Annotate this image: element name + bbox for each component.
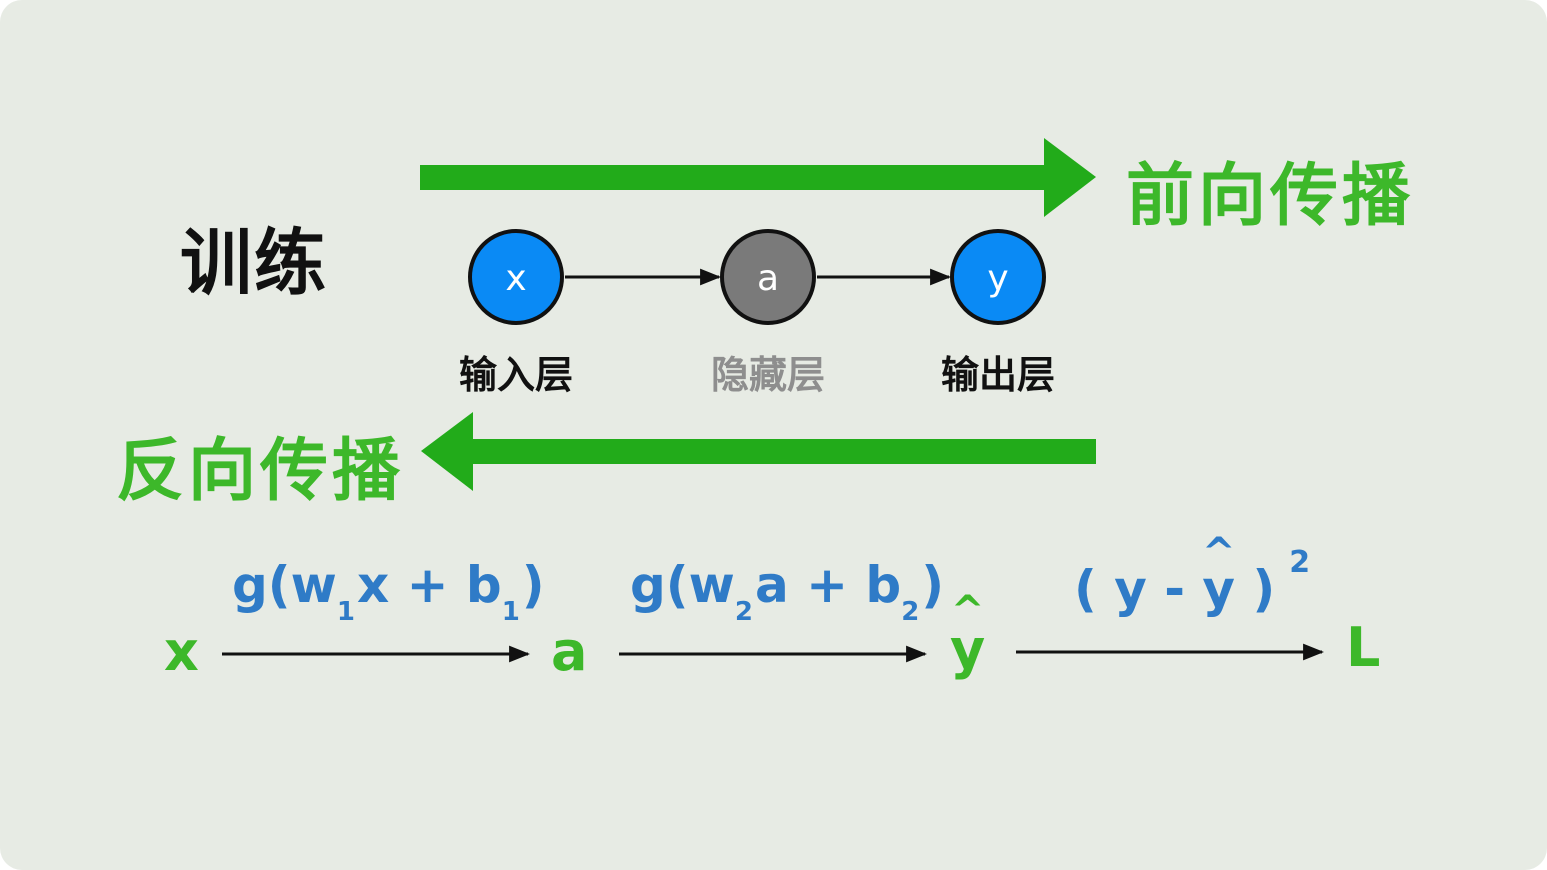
hidden-layer-label: 隐藏层 (710, 353, 826, 397)
node-hidden-a: a (720, 229, 816, 325)
node-output-y: y (950, 229, 1046, 325)
formula-1-fn: g(w (232, 556, 337, 614)
formula-layer-1: g(w1x + b1) (232, 556, 545, 627)
formula-3-hat-var: y (1202, 560, 1236, 618)
formula-2-mid: a + b (754, 556, 902, 614)
formula-3-close: ) (1235, 560, 1276, 618)
formula-1-close: ) (521, 556, 545, 614)
yhat-letter: y (950, 618, 986, 681)
forward-propagation-arrow (420, 138, 1096, 217)
node-output-symbol: y (987, 258, 1008, 299)
backward-propagation-arrow (421, 412, 1096, 491)
formula-3-hat: ^ (1201, 530, 1236, 576)
formula-2-sub-w: 2 (734, 597, 753, 627)
chain-var-a: a (551, 620, 588, 683)
chain-var-loss: L (1346, 616, 1381, 679)
chain-var-x: x (164, 620, 199, 683)
formula-1-sub-b: 1 (501, 597, 520, 627)
chain-var-yhat: ^y (950, 588, 986, 681)
input-layer-label: 输入层 (458, 353, 574, 397)
backward-propagation-label: 反向传播 (116, 432, 405, 511)
formula-loss: ( y - ^y ) 2 (1074, 530, 1310, 618)
formula-layer-2: g(w2a + b2) (630, 556, 945, 627)
formula-1-mid: x + b (356, 556, 502, 614)
node-hidden-symbol: a (757, 258, 779, 299)
node-input-symbol: x (505, 258, 526, 299)
output-layer-label: 输出层 (940, 353, 1056, 397)
page-title: 训练 (180, 221, 329, 305)
node-input-x: x (468, 229, 564, 325)
formula-3-power: 2 (1289, 545, 1311, 580)
formula-2-close: ) (921, 556, 945, 614)
formula-1-sub-w: 1 (336, 597, 355, 627)
formula-2-sub-b: 2 (901, 597, 920, 627)
formula-2-fn: g(w (630, 556, 735, 614)
formula-3-open: ( y - (1074, 560, 1203, 618)
hat-symbol: ^ (950, 588, 985, 634)
forward-propagation-label: 前向传播 (1126, 157, 1415, 236)
